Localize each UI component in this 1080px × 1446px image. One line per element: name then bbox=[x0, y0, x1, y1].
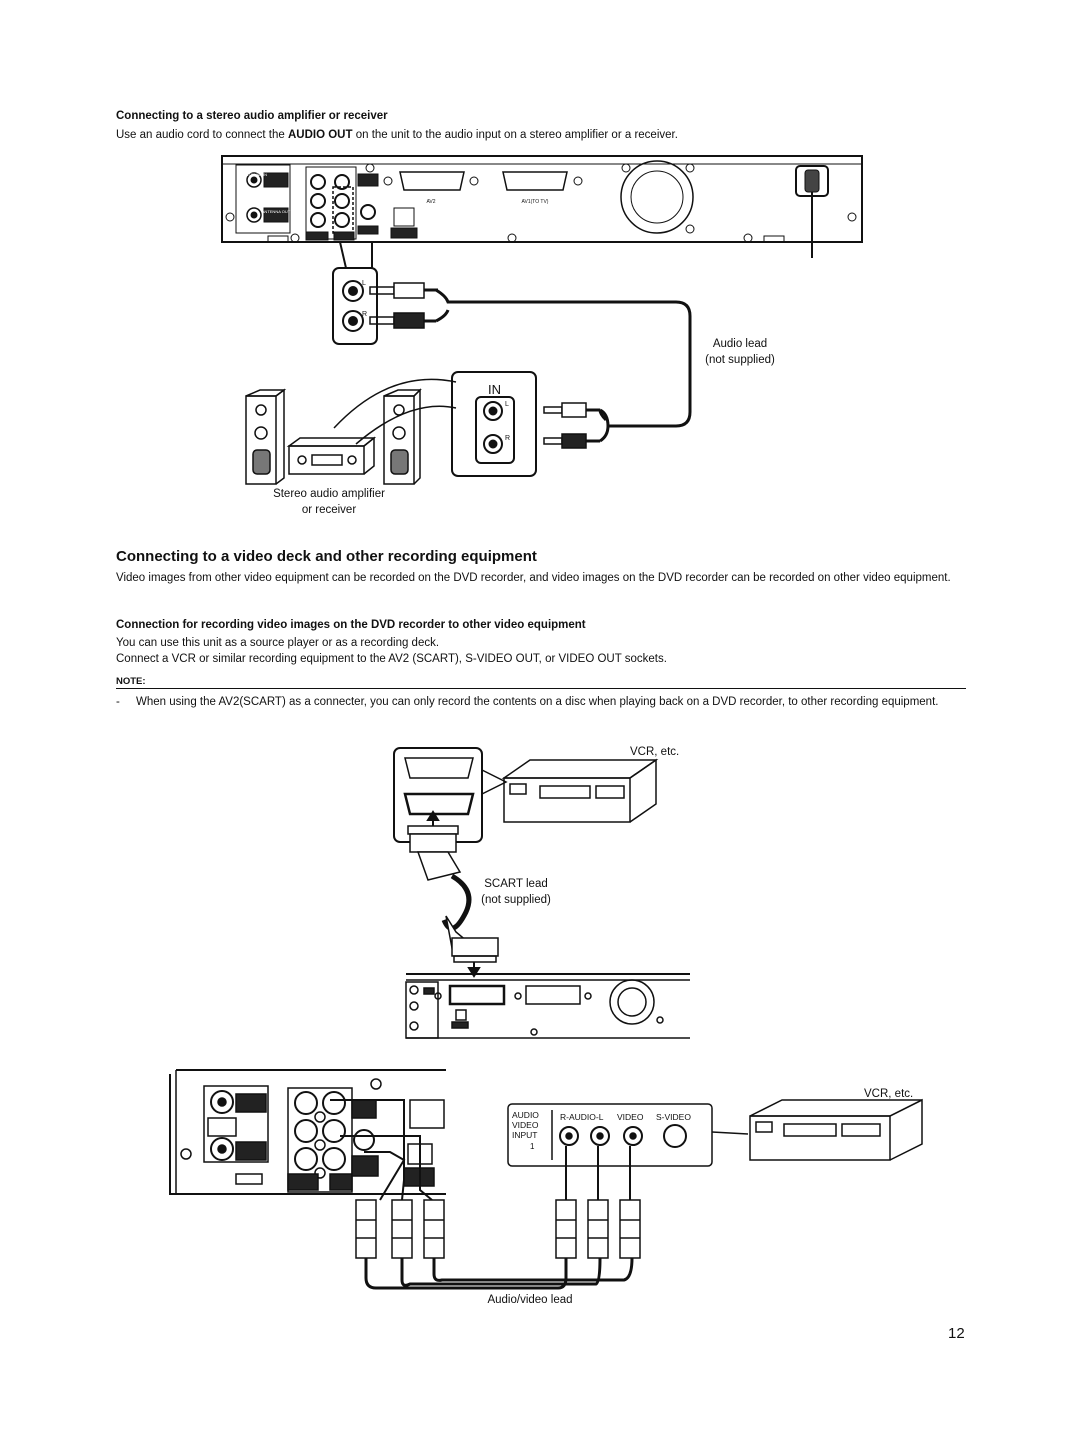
note-text: When using the AV2(SCART) as a connecter… bbox=[136, 696, 939, 708]
panel-av2-label: AV2 bbox=[426, 199, 435, 205]
in-label: IN bbox=[488, 382, 501, 397]
av-lead-cables bbox=[330, 1099, 634, 1290]
note-dash: - bbox=[116, 696, 120, 708]
note-label: NOTE: bbox=[116, 676, 146, 687]
video-jack-label: VIDEO bbox=[617, 1112, 644, 1122]
vcr-illustration-top bbox=[501, 758, 659, 823]
audio-out-callout bbox=[332, 241, 378, 345]
input-input-label: INPUT bbox=[512, 1130, 538, 1140]
callout-r-label: R bbox=[362, 311, 367, 318]
scart-lead-caption: SCART lead (not supplied) bbox=[466, 876, 566, 908]
audio-out-bold: AUDIO OUT bbox=[287, 129, 353, 141]
recording-line2: Connect a VCR or similar recording equip… bbox=[116, 653, 667, 665]
scart-lead-line2: (not supplied) bbox=[481, 894, 551, 906]
rear-panel-partial bbox=[169, 1069, 446, 1195]
input-video-label: VIDEO bbox=[512, 1120, 539, 1130]
amp-caption: Stereo audio amplifier or receiver bbox=[244, 486, 414, 518]
scart-socket-av2 bbox=[403, 792, 475, 816]
video-deck-intro: Video images from other video equipment … bbox=[116, 572, 951, 584]
amp-caption-line1: Stereo audio amplifier bbox=[273, 488, 385, 500]
audio-lead-caption: Audio lead (not supplied) bbox=[670, 336, 810, 368]
scart-socket-top bbox=[404, 757, 474, 779]
recording-line1: You can use this unit as a source player… bbox=[116, 637, 440, 649]
page-number: 12 bbox=[948, 1325, 965, 1342]
rca-plugs bbox=[355, 1199, 641, 1259]
panel-antenna-out-label: ANTENNA OUT bbox=[262, 209, 291, 214]
scart-connection-diagram bbox=[393, 747, 690, 1039]
subsection-heading-recording: Connection for recording video images on… bbox=[116, 619, 586, 631]
av-lead-connection-diagram: AUDIO VIDEO INPUT 1 R-AUDIO-L VIDEO S-VI… bbox=[169, 1069, 923, 1290]
dvd-rear-panel bbox=[221, 155, 863, 258]
scart-plug-bottom bbox=[445, 915, 499, 963]
stereo-amplifier-illustration bbox=[245, 388, 422, 485]
amp-caption-line2: or receiver bbox=[301, 504, 357, 516]
panel-antenna-in-label: ANTENNA IN bbox=[243, 172, 267, 177]
panel-av1-label: AV1(TO TV) bbox=[522, 199, 549, 205]
rear-panel-fragment bbox=[405, 973, 690, 1039]
in-r-label: R bbox=[505, 435, 510, 442]
vcr-illustration-bottom bbox=[749, 1098, 923, 1161]
scart-plug-top bbox=[407, 825, 462, 881]
r-audio-l-label: R-AUDIO-L bbox=[560, 1112, 604, 1122]
stereo-text-post: on the unit to the audio input on a ster… bbox=[352, 129, 678, 141]
vcr-label-top: VCR, etc. bbox=[630, 746, 680, 758]
stereo-text-pre: Use an audio cord to connect the bbox=[116, 129, 288, 141]
stereo-instructions: Use an audio cord to connect the AUDIO O… bbox=[116, 127, 976, 143]
audio-lead-line1: Audio lead bbox=[712, 338, 768, 350]
audio-lead-line2: (not supplied) bbox=[705, 354, 775, 366]
section-heading-video-deck: Connecting to a video deck and other rec… bbox=[116, 548, 537, 565]
in-l-label: L bbox=[505, 401, 509, 408]
stereo-connection-diagram: ANTENNA IN ANTENNA OUT AV2 AV1(TO TV) L … bbox=[221, 155, 863, 485]
input-audio-label: AUDIO bbox=[512, 1110, 539, 1120]
callout-l-label: L bbox=[362, 280, 366, 287]
audio-lead-cable bbox=[369, 282, 692, 449]
subsection-heading-stereo: Connecting to a stereo audio amplifier o… bbox=[116, 110, 388, 122]
amp-in-callout bbox=[333, 371, 537, 477]
scart-lead-line1: SCART lead bbox=[484, 878, 548, 890]
s-video-jack-label: S-VIDEO bbox=[656, 1112, 691, 1122]
input-num-label: 1 bbox=[530, 1142, 535, 1151]
vcr-label-bottom: VCR, etc. bbox=[864, 1088, 914, 1100]
vcr-input-panel bbox=[507, 1103, 749, 1167]
note-divider bbox=[116, 688, 966, 689]
av-lead-caption: Audio/video lead bbox=[487, 1294, 573, 1306]
